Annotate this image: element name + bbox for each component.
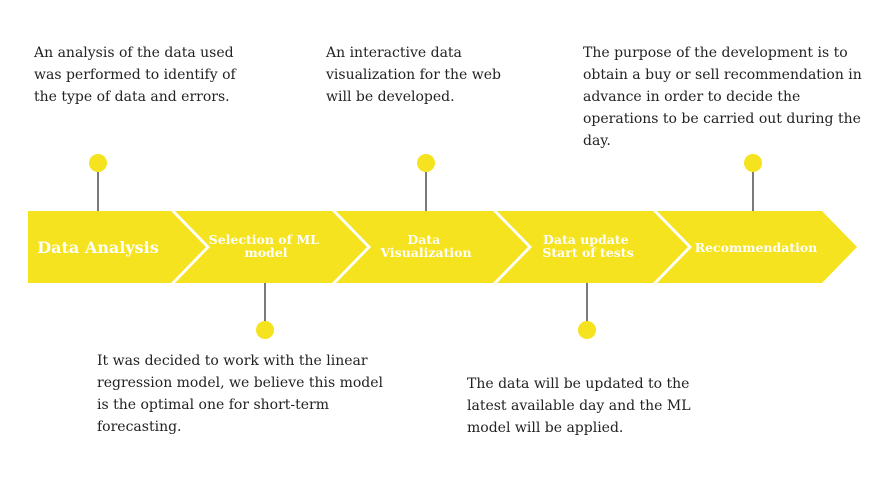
note-data-visualization: An interactive data visualization for th… <box>326 45 501 105</box>
connectors <box>89 154 762 339</box>
note-recommendation: The purpose of the development is to obt… <box>583 45 862 149</box>
stage-label-1: Data Analysis <box>37 238 158 257</box>
stage-chevron-3 <box>336 211 528 283</box>
stage-chevron-1 <box>28 211 206 283</box>
connector-dot-1 <box>89 154 107 172</box>
note-data-analysis: An analysis of the data used was perform… <box>34 45 236 105</box>
stage-label-5: Recommendation <box>695 240 818 255</box>
stage-chevron-4 <box>497 211 688 283</box>
stage-label-3: Data Visualization <box>379 232 471 260</box>
connector-dot-2 <box>256 321 274 339</box>
chevron-band <box>28 211 857 283</box>
stage-label-2: Selection of ML model <box>209 232 324 260</box>
stage-label-4: Data update Start of tests <box>542 232 633 260</box>
connector-dot-4 <box>578 321 596 339</box>
connector-dot-3 <box>417 154 435 172</box>
stage-chevron-2 <box>175 211 367 283</box>
note-ml-model: It was decided to work with the linear r… <box>97 353 384 435</box>
stage-chevron-5 <box>657 211 857 283</box>
note-data-update: The data will be updated to the latest a… <box>467 376 691 436</box>
connector-dot-5 <box>744 154 762 172</box>
